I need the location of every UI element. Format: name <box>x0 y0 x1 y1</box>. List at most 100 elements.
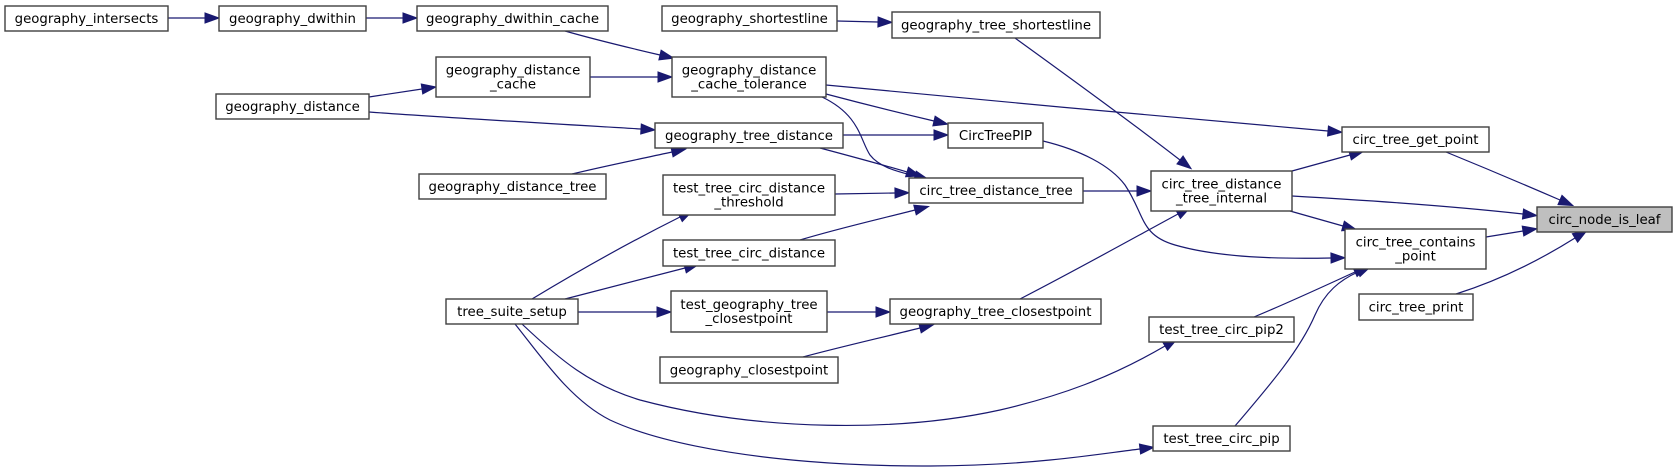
edge-line <box>1014 37 1181 161</box>
edge-line <box>1253 271 1356 318</box>
node-box[interactable] <box>218 5 367 32</box>
node-geography-tree-distance[interactable]: geography_tree_distance <box>654 122 844 149</box>
edge-line <box>1485 230 1524 238</box>
node-box[interactable] <box>1150 170 1293 212</box>
node-geography-distance-cache[interactable]: geography_distance_cache <box>435 56 591 98</box>
edge-line <box>368 88 423 98</box>
edge-geography_tree_distance-to-CircTreePIP <box>843 129 950 141</box>
node-box[interactable] <box>445 298 579 325</box>
node-label: test_tree_circ_distance <box>673 182 825 197</box>
edge-test_tree_circ_pip-to-circ_tree_contains_point <box>1234 265 1373 427</box>
node-box[interactable] <box>654 122 844 149</box>
node-box[interactable] <box>215 93 370 120</box>
node-label: test_geography_tree <box>680 298 817 313</box>
node-circ-tree-distance-tree[interactable]: circ_tree_distance_tree <box>908 177 1084 204</box>
node-box[interactable] <box>947 122 1044 149</box>
node-circtreepip[interactable]: CircTreePIP <box>947 122 1044 149</box>
node-box[interactable] <box>671 56 827 98</box>
node-box[interactable] <box>659 356 839 384</box>
node-label: geography_shortestline <box>671 12 828 27</box>
node-box[interactable] <box>661 5 838 32</box>
arrowhead-icon <box>656 306 673 318</box>
node-test-tree-circ-pip[interactable]: test_tree_circ_pip <box>1152 425 1291 452</box>
node-box[interactable] <box>435 56 591 98</box>
node-circ-tree-print[interactable]: circ_tree_print <box>1358 293 1474 321</box>
node-box[interactable] <box>4 5 169 32</box>
node-geography-distance-cache-tolerance[interactable]: geography_distance_cache_tolerance <box>671 56 827 98</box>
edge-line <box>1445 151 1561 201</box>
node-label: geography_tree_shortestline <box>901 19 1091 34</box>
edge-circ_tree_get_point-to-circ_node_is_leaf <box>1445 151 1575 207</box>
node-box[interactable] <box>1152 425 1291 452</box>
arrowhead-icon <box>933 129 950 141</box>
node-test-tree-circ-distance-threshold[interactable]: test_tree_circ_distance_threshold <box>662 174 836 216</box>
arrowhead-icon <box>904 166 922 178</box>
node-box[interactable] <box>662 239 836 267</box>
edge-line <box>1234 271 1359 427</box>
node-box[interactable] <box>670 290 828 333</box>
edge-geography_tree_shortestline-to-circ_tree_distance_tree_internal <box>1014 37 1193 170</box>
node-geography-closestpoint[interactable]: geography_closestpoint <box>659 356 839 384</box>
node-geography-intersects[interactable]: geography_intersects <box>4 5 169 32</box>
arrowhead-icon <box>1557 194 1575 207</box>
edge-geography_intersects-to-geography_dwithin <box>168 12 221 24</box>
node-tree-suite-setup[interactable]: tree_suite_setup <box>445 298 579 325</box>
node-label: circ_tree_contains <box>1356 236 1476 251</box>
node-geography-tree-shortestline[interactable]: geography_tree_shortestline <box>891 11 1101 39</box>
edge-circ_tree_distance_tree_internal-to-circ_node_is_leaf <box>1291 195 1539 220</box>
node-label: geography_closestpoint <box>670 364 829 379</box>
edge-line <box>571 151 673 175</box>
node-box[interactable] <box>416 5 609 32</box>
node-geography-distance-tree[interactable]: geography_distance_tree <box>418 173 607 200</box>
edge-line <box>368 111 642 130</box>
edge-geography_tree_distance-to-circ_tree_distance_tree <box>819 147 922 178</box>
node-label: CircTreePIP <box>959 129 1032 144</box>
node-box[interactable] <box>1344 228 1487 270</box>
node-geography-distance[interactable]: geography_distance <box>215 93 370 120</box>
node-geography-dwithin[interactable]: geography_dwithin <box>218 5 367 32</box>
edge-line <box>564 30 661 56</box>
node-box[interactable] <box>1536 206 1673 233</box>
edge-line <box>836 20 879 23</box>
edge-geography_distance_cache_tolerance-to-CircTreePIP <box>825 93 950 127</box>
node-geography-shortestline[interactable]: geography_shortestline <box>661 5 838 32</box>
node-label: _point <box>1394 250 1436 265</box>
node-box[interactable] <box>908 177 1084 204</box>
node-label: _cache <box>489 78 536 93</box>
node-test-tree-circ-distance[interactable]: test_tree_circ_distance <box>662 239 836 267</box>
arrowhead-icon <box>1138 443 1156 455</box>
node-label: circ_tree_print <box>1369 301 1464 316</box>
node-box[interactable] <box>418 173 607 200</box>
edge-line <box>1019 213 1179 300</box>
arrowhead-icon <box>640 123 657 135</box>
node-circ-tree-get-point[interactable]: circ_tree_get_point <box>1341 126 1490 153</box>
edge-geography_distance_tree-to-geography_tree_distance <box>571 146 688 175</box>
node-box[interactable] <box>891 11 1101 39</box>
edge-geography_shortestline-to-geography_tree_shortestline <box>836 16 894 28</box>
node-label: geography_distance <box>446 64 581 79</box>
edge-tree_suite_setup-to-test_geography_tree_closestpoint <box>578 306 673 318</box>
node-circ-tree-distance-tree-internal[interactable]: circ_tree_distance_tree_internal <box>1150 170 1293 212</box>
node-box[interactable] <box>1148 316 1295 343</box>
node-circ-node-is-leaf[interactable]: circ_node_is_leaf <box>1536 206 1673 233</box>
node-test-geography-tree-closestpoint[interactable]: test_geography_tree_closestpoint <box>670 290 828 333</box>
node-label: _cache_tolerance <box>690 78 806 93</box>
node-box[interactable] <box>1358 293 1474 321</box>
edge-geography_dwithin-to-geography_dwithin_cache <box>366 12 419 24</box>
node-label: geography_dwithin <box>229 12 356 27</box>
edge-line <box>514 323 1141 467</box>
node-circ-tree-contains-point[interactable]: circ_tree_contains_point <box>1344 228 1487 270</box>
arrowhead-icon <box>875 306 892 318</box>
arrowhead-icon <box>1176 155 1193 170</box>
edge-line <box>1455 237 1576 295</box>
node-box[interactable] <box>662 174 836 216</box>
arrowhead-icon <box>204 12 221 24</box>
node-box[interactable] <box>889 298 1102 325</box>
node-box[interactable] <box>1341 126 1490 153</box>
node-geography-tree-closestpoint[interactable]: geography_tree_closestpoint <box>889 298 1102 325</box>
node-geography-dwithin-cache[interactable]: geography_dwithin_cache <box>416 5 609 32</box>
node-test-tree-circ-pip2[interactable]: test_tree_circ_pip2 <box>1148 316 1295 343</box>
node-label: geography_tree_distance <box>665 129 833 144</box>
